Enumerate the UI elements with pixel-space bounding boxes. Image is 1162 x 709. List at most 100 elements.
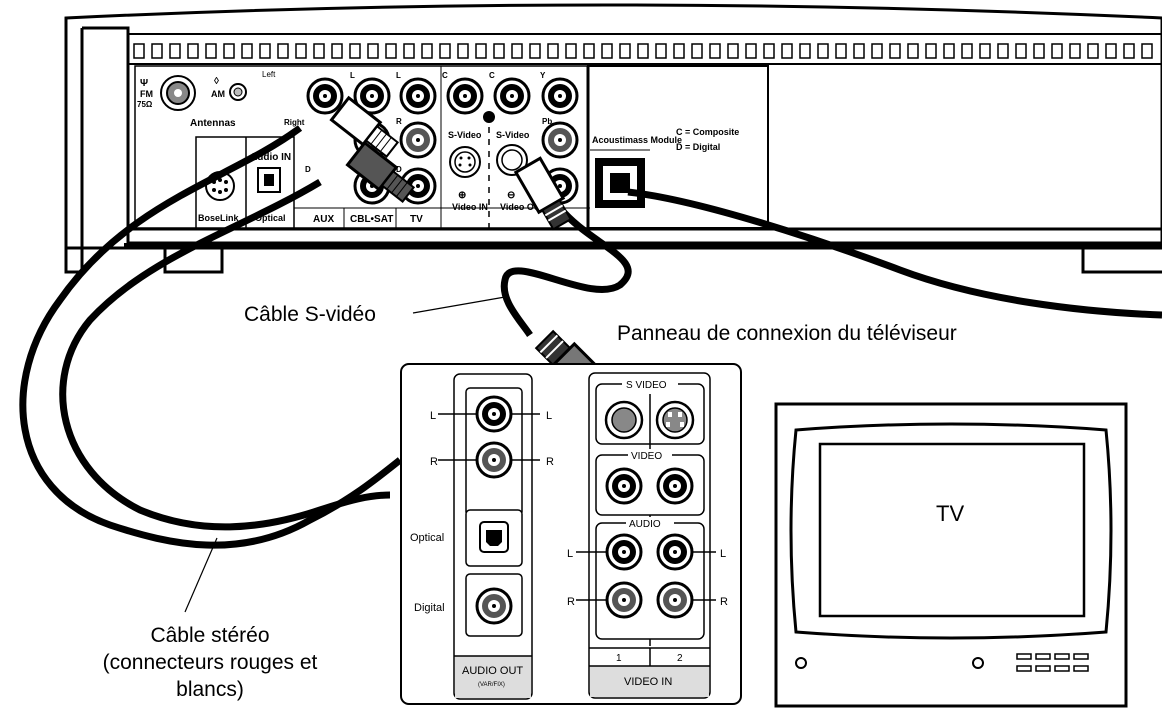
jack-label-l2: L [396,71,401,80]
tv-audio-in-l-left: L [567,548,573,560]
jack-label-c2: C [489,71,495,80]
boselink-label: BoseLink [198,213,240,223]
vent-slot [385,43,397,59]
vent-slot [223,43,235,59]
vent-slot [961,43,973,59]
vent-slots [133,43,1153,59]
tv-audio-out-r-jack[interactable] [475,441,513,479]
am-label: AM [211,89,225,99]
vent-slot [331,43,343,59]
vent-slot [187,43,199,59]
tv-optical-jack[interactable] [479,521,509,553]
fm-antenna-jack[interactable] [160,75,196,111]
tv-audio-out-l-jack[interactable] [475,395,513,433]
audio-in-label: Audio IN [250,152,291,163]
col-2-label: 2 [677,653,683,664]
console-composite-in-jack[interactable] [446,77,484,115]
tv-svideo-2-jack[interactable] [655,400,695,440]
tv-connection-panel: AUDIO OUT (VAR/FIX) L L R R Optical Digi… [400,363,742,705]
console-svideo-out-jack[interactable] [496,144,528,176]
vent-slot [835,43,847,59]
antennas-label: Antennas [190,118,236,129]
vent-slot [709,43,721,59]
col-1-label: 1 [616,653,622,664]
vent-slot [1087,43,1099,59]
vent-slot [817,43,829,59]
tv-audio-out-l-left: L [430,410,436,422]
vent-slot [1105,43,1117,59]
vent-slot [1141,43,1153,59]
vent-slot [493,43,505,59]
jack-label-c1: C [442,71,448,80]
audio-out-sublabel: (VAR/FIX) [478,682,505,688]
console-aux-l-jack[interactable] [306,77,344,115]
tv-audio-in-1-l-jack[interactable] [605,533,643,571]
vent-slot [1033,43,1045,59]
jack-label-l1: L [350,71,355,80]
acoustimass-jack[interactable] [595,158,645,208]
tv-audio-in-2-r-jack[interactable] [656,581,694,619]
tv-svideo-1-jack[interactable] [604,400,644,440]
svideo-cable-callout: Câble S-vidéo [244,303,376,326]
console-svideo-in-jack[interactable] [449,146,481,178]
vent-slot [637,43,649,59]
svg-text:Ψ: Ψ [140,78,148,89]
tv-audio-out-l-right: L [546,410,552,422]
am-antenna-jack[interactable] [229,83,247,101]
svg-text:◊: ◊ [214,76,219,87]
tv-audio-out-r-right: R [546,456,554,468]
vent-slot [349,43,361,59]
tv-video-2-jack[interactable] [656,467,694,505]
console-indicator [483,111,495,123]
console-composite-out-jack[interactable] [493,77,531,115]
tv-video-1-jack[interactable] [605,467,643,505]
vent-slot [295,43,307,59]
svg-text:⊕: ⊕ [458,190,466,201]
console-pb-jack[interactable] [541,121,579,159]
tv-source-label: TV [410,214,423,225]
tv-panel-callout: Panneau de connexion du téléviseur [617,322,957,345]
tv-digital-jack[interactable] [475,587,513,625]
vent-slot [277,43,289,59]
vent-slot [601,43,613,59]
tv-digital-label: Digital [414,602,445,614]
right-label: Right [284,118,305,127]
vent-slot [241,43,253,59]
legend-composite: C = Composite [676,127,739,137]
tv-optical-label: Optical [410,532,444,544]
console-y-jack[interactable] [541,77,579,115]
vent-slot [925,43,937,59]
video-out-label: Video OUT [500,202,546,212]
vent-slot [313,43,325,59]
vent-slot [997,43,1009,59]
vent-slot [655,43,667,59]
console-tv-r-jack[interactable] [399,121,437,159]
audio-out-label: AUDIO OUT [462,665,523,677]
stereo-leader-line [184,537,218,613]
aux-label: AUX [313,214,334,225]
console-optical-jack[interactable] [257,167,281,193]
console-tv-l-jack[interactable] [399,77,437,115]
vent-slot [1051,43,1063,59]
vent-slot [727,43,739,59]
vent-slot [529,43,541,59]
jack-label-r: R [396,117,402,126]
vent-slot [205,43,217,59]
jack-label-y: Y [540,71,546,80]
vent-slot [457,43,469,59]
svideo-leader-line [412,296,506,314]
vent-slot [781,43,793,59]
tv-audio-in-2-l-jack[interactable] [656,533,694,571]
vent-slot [799,43,811,59]
tv-audio-in-1-r-jack[interactable] [605,581,643,619]
vent-slot [907,43,919,59]
svideo-header: S VIDEO [626,380,667,391]
svg-text:⊖: ⊖ [507,190,515,201]
vent-slot [421,43,433,59]
vent-slot [889,43,901,59]
tv-control-buttons[interactable] [1016,653,1089,672]
vent-slot [403,43,415,59]
vent-slot [1015,43,1027,59]
vent-slot [511,43,523,59]
jack-label-d1: D [305,165,311,174]
